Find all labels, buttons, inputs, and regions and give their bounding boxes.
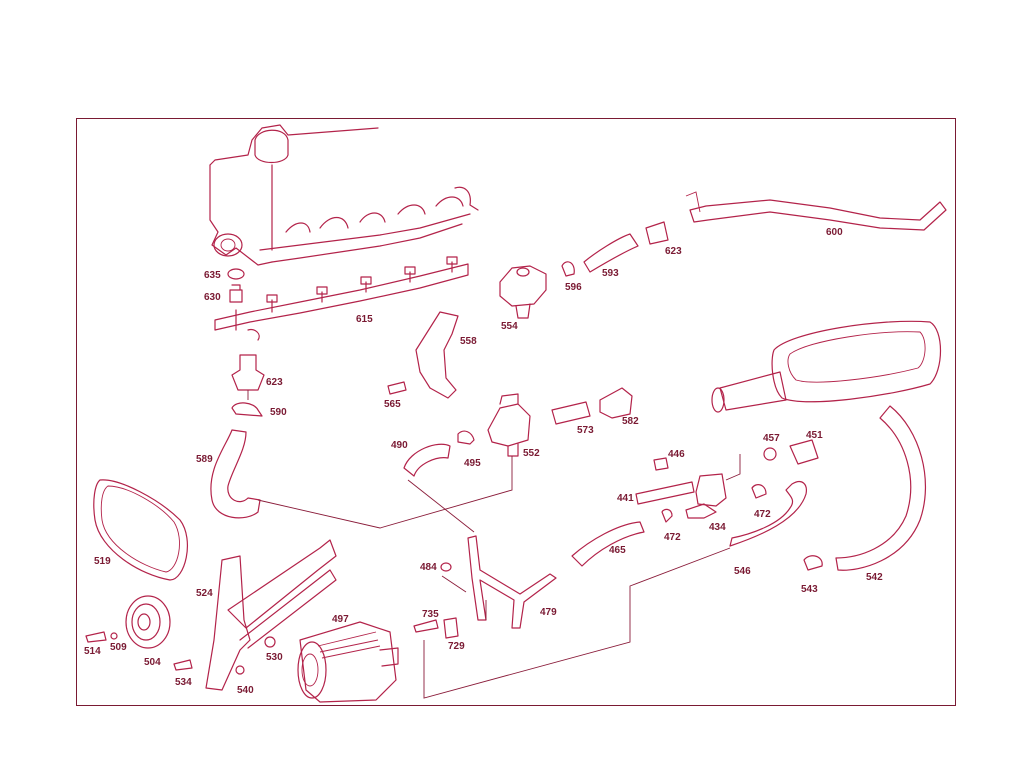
- tube-479: [467, 535, 557, 629]
- clamp-590: [231, 402, 263, 417]
- bolt-446: [653, 457, 669, 471]
- label-623-lower: 623: [266, 377, 283, 388]
- label-514: 514: [84, 646, 101, 657]
- diagram-frame: [76, 118, 956, 706]
- label-534: 534: [175, 677, 192, 688]
- air-filter-housing: [711, 320, 941, 413]
- label-530: 530: [266, 652, 283, 663]
- fitting-630: [229, 284, 243, 303]
- exhaust-manifold-drawing: [209, 124, 479, 266]
- fitting-582: [599, 387, 633, 419]
- label-504: 504: [144, 657, 161, 668]
- valve-434: [695, 473, 727, 507]
- hose-490: [403, 443, 451, 477]
- label-441: 441: [617, 493, 634, 504]
- bolt-514: [85, 631, 107, 643]
- part-labels: 600 623 593 596 554 615 635 630 623 590 …: [84, 227, 883, 696]
- label-623-upper: 623: [665, 246, 682, 257]
- label-457: 457: [763, 433, 780, 444]
- label-479: 479: [540, 607, 557, 618]
- washer-540: [235, 665, 245, 675]
- belt-519: [93, 479, 188, 581]
- label-573: 573: [577, 425, 594, 436]
- label-558: 558: [460, 336, 477, 347]
- label-543: 543: [801, 584, 818, 595]
- tube-573: [551, 401, 591, 425]
- label-546: 546: [734, 566, 751, 577]
- label-540: 540: [237, 685, 254, 696]
- label-434: 434: [709, 522, 726, 533]
- fuel-rail-615: [214, 256, 469, 341]
- hose-593: [583, 233, 639, 273]
- label-472-b: 472: [754, 509, 771, 520]
- bolt-565: [387, 381, 407, 395]
- bolt-534: [173, 659, 193, 671]
- label-554: 554: [501, 321, 518, 332]
- nut-530: [264, 636, 276, 648]
- bracket-729: [443, 617, 459, 639]
- label-524: 524: [196, 588, 213, 599]
- label-465: 465: [609, 545, 626, 556]
- label-590: 590: [270, 407, 287, 418]
- label-484: 484: [420, 562, 437, 573]
- bracket-558: [415, 311, 459, 399]
- label-565: 565: [384, 399, 401, 410]
- air-pump-497: [297, 621, 399, 703]
- bracket-524: [205, 555, 251, 691]
- hose-589: [210, 429, 261, 519]
- label-630: 630: [204, 292, 221, 303]
- label-490: 490: [391, 440, 408, 451]
- label-519: 519: [94, 556, 111, 567]
- valve-623-upper: [645, 221, 669, 245]
- gasket-635: [227, 268, 245, 280]
- hose-465: [571, 521, 645, 567]
- label-542: 542: [866, 572, 883, 583]
- label-593: 593: [602, 268, 619, 279]
- label-446: 446: [668, 449, 685, 460]
- label-635: 635: [204, 270, 221, 281]
- label-729: 729: [448, 641, 465, 652]
- label-735: 735: [422, 609, 439, 620]
- valve-552: [487, 393, 531, 457]
- connection-lines: [247, 390, 741, 699]
- label-582: 582: [622, 416, 639, 427]
- label-472-a: 472: [664, 532, 681, 543]
- label-495: 495: [464, 458, 481, 469]
- fitting-451: [789, 439, 819, 465]
- pipe-600: [689, 199, 947, 231]
- valve-623-lower: [231, 354, 265, 391]
- label-589: 589: [196, 454, 213, 465]
- label-497: 497: [332, 614, 349, 625]
- clamp-472-b: [751, 484, 767, 499]
- label-451: 451: [806, 430, 823, 441]
- label-509: 509: [110, 642, 127, 653]
- hose-542: [835, 405, 927, 571]
- hose-546: [729, 481, 807, 547]
- clamp-472-a: [661, 508, 673, 523]
- fitting-484: [440, 562, 452, 572]
- clamp-457: [763, 447, 777, 461]
- label-552: 552: [523, 448, 540, 459]
- valve-554: [499, 265, 547, 319]
- label-615: 615: [356, 314, 373, 325]
- clamp-543: [803, 555, 823, 571]
- pulley-504: [125, 595, 171, 649]
- label-596: 596: [565, 282, 582, 293]
- bolt-735: [413, 619, 439, 633]
- label-600: 600: [826, 227, 843, 238]
- bracket-441: [635, 481, 695, 505]
- clamp-495: [457, 430, 475, 445]
- washer-509: [110, 632, 118, 640]
- clamp-596: [561, 261, 575, 277]
